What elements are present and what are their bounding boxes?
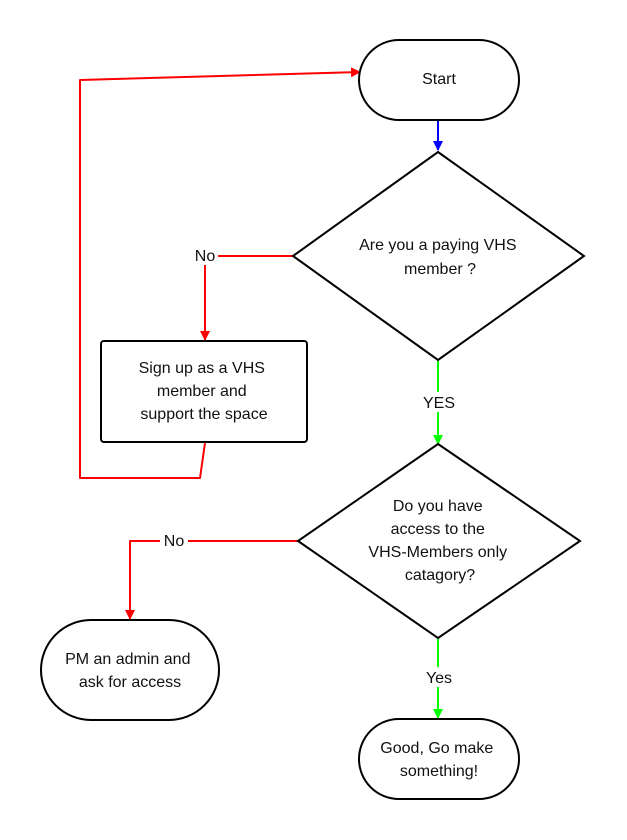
edge-signup-loop-to-start [79,67,361,479]
q1-decision-diamond [291,150,586,362]
signup-process-box [100,340,308,443]
edge-label-q1-no: No [195,248,216,265]
edge-q1-no-to-signup [200,255,293,341]
signup-label-line: member and [157,383,247,400]
good-label: Good, Go make something! [380,740,497,780]
q2-label-line: access to the [391,521,485,538]
q1-label-line: member ? [404,261,476,278]
pm-admin-label-line: PM an admin and [65,651,190,668]
good-label-line: Good, Go make [380,740,493,757]
q2-label-line: catagory? [405,567,475,584]
edge-label-q1-yes: YES [423,395,455,412]
q2-decision-diamond [296,442,582,640]
edge-label-q2-no: No [164,533,185,550]
q1-label: Are you a paying VHS member ? [359,237,521,278]
signup-label-line: Sign up as a VHS [139,360,265,377]
edge-q2-no-to-pm [125,540,298,620]
q2-label: Do you have access to the VHS-Members on… [368,498,511,584]
pm-admin-terminal [40,619,220,721]
start-terminal [358,39,520,121]
pm-admin-label-line: ask for access [79,674,181,691]
signup-label: Sign up as a VHS member and support the … [139,360,270,423]
edge-label-q2-yes: Yes [426,670,452,687]
q1-label-line: Are you a paying VHS [359,237,516,254]
q2-label-line: Do you have [393,498,483,515]
pm-admin-label: PM an admin and ask for access [65,651,195,691]
signup-label-line: support the space [140,406,267,423]
start-label: Start [422,71,456,88]
good-label-line: something! [400,763,478,780]
q2-label-line: VHS-Members only [368,544,507,561]
good-terminal [358,718,520,800]
